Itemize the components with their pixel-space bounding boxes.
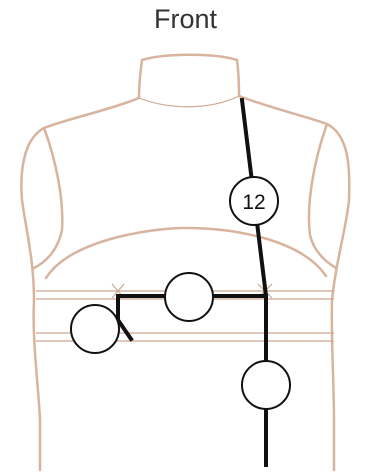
bust-curve: [44, 226, 328, 280]
right-armhole: [307, 122, 338, 270]
neck-left-edge: [137, 58, 144, 100]
neck-base-line: [138, 95, 240, 108]
torso-outline: [20, 53, 351, 472]
marker-center: [164, 272, 214, 322]
center-front-line: [239, 97, 268, 467]
markers: 12: [70, 176, 291, 410]
left-shoulder: [20, 96, 141, 472]
neck-top: [140, 53, 239, 62]
diagram-title: Front: [153, 4, 218, 34]
marker-left: [70, 304, 120, 354]
marker-12: 12: [229, 176, 279, 226]
marker-lower: [241, 360, 291, 410]
right-shoulder: [237, 94, 351, 472]
left-armhole: [32, 126, 64, 270]
neck-right-edge: [235, 58, 241, 98]
marker-12-label: 12: [242, 191, 265, 214]
